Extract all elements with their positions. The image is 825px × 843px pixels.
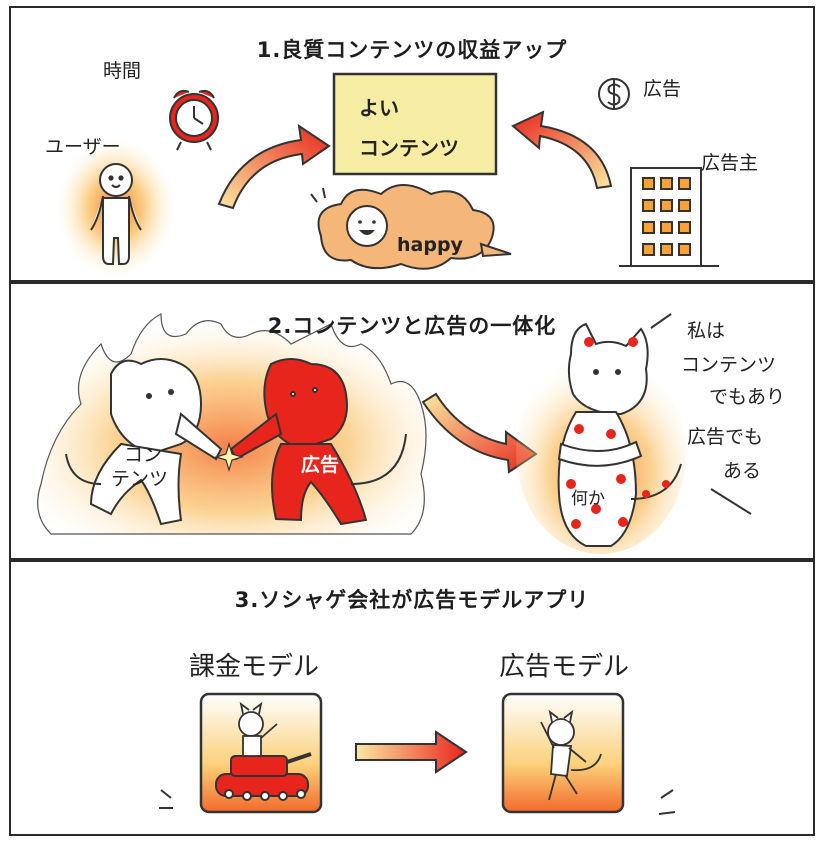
user-label: ユーザー xyxy=(45,136,121,158)
pay-model-label: 課金モデル xyxy=(189,652,320,682)
arrow-user-to-content xyxy=(217,123,331,210)
ad-label: 広告 xyxy=(643,78,682,100)
ad-cat xyxy=(229,358,407,526)
alarm-clock-icon xyxy=(169,89,219,151)
speech-line-2: コンテンツ xyxy=(681,354,777,376)
panel-2: 2.コンテンツと広告の一体化 コン テンツ 広告 私は コンテンツ でもあり 広… xyxy=(9,282,815,560)
happy-cloud xyxy=(317,184,495,270)
arrow-pay-to-ad xyxy=(355,730,468,774)
speech-line-bottom xyxy=(710,488,752,515)
panel-2-title: 2.コンテンツと広告の一体化 xyxy=(267,314,557,338)
panel-3-art xyxy=(159,692,676,815)
dancing-cat xyxy=(540,709,602,801)
ad-model-label: 広告モデル xyxy=(499,652,630,682)
content-box-line2: コンテンツ xyxy=(359,136,459,160)
advertiser-label: 広告主 xyxy=(701,152,759,174)
user-figure xyxy=(90,163,142,265)
ad-model-tile xyxy=(501,692,676,815)
panel-3: 3.ソシャゲ会社が広告モデルアプリ 課金モデル 広告モデル xyxy=(9,560,815,836)
good-content-box xyxy=(332,72,498,176)
happy-face xyxy=(346,205,388,247)
speech-line-5: ある xyxy=(723,460,762,482)
panel-1-title: 1.良質コンテンツの収益アップ xyxy=(256,38,568,62)
ad-cat-label: 広告 xyxy=(301,454,340,476)
combined-cat-belly-label: 何か xyxy=(571,489,605,509)
speech-line-4: 広告でも xyxy=(687,426,764,448)
speech-line-1: 私は xyxy=(687,320,726,342)
speech-line-3: でもあり xyxy=(709,386,786,408)
content-box-line1: よい xyxy=(359,96,399,120)
panel-3-title: 3.ソシャゲ会社が広告モデルアプリ xyxy=(234,588,590,612)
speech-line-top xyxy=(650,313,672,329)
tank-cat xyxy=(238,701,278,757)
panel-2-art xyxy=(37,313,752,554)
building-icon xyxy=(619,167,719,267)
time-label: 時間 xyxy=(103,60,142,82)
content-cat-label-line2: テンツ xyxy=(111,468,169,490)
pay-model-tile xyxy=(159,692,323,814)
content-cat xyxy=(65,358,223,526)
arrow-to-combined-cat xyxy=(421,392,538,474)
spark-icon xyxy=(213,441,245,473)
panel-1: 1.良質コンテンツの収益アップ 時間 ユーザー よい コンテンツ happy 広… xyxy=(9,6,815,282)
content-cat-label-line1: コン xyxy=(124,444,163,466)
combined-cat xyxy=(557,322,682,547)
dollar-coin-icon xyxy=(598,78,630,110)
panel-1-art xyxy=(56,72,719,278)
tank-icon xyxy=(215,752,312,801)
arrow-advertiser-to-content xyxy=(511,110,613,190)
happy-label: happy xyxy=(397,234,463,256)
